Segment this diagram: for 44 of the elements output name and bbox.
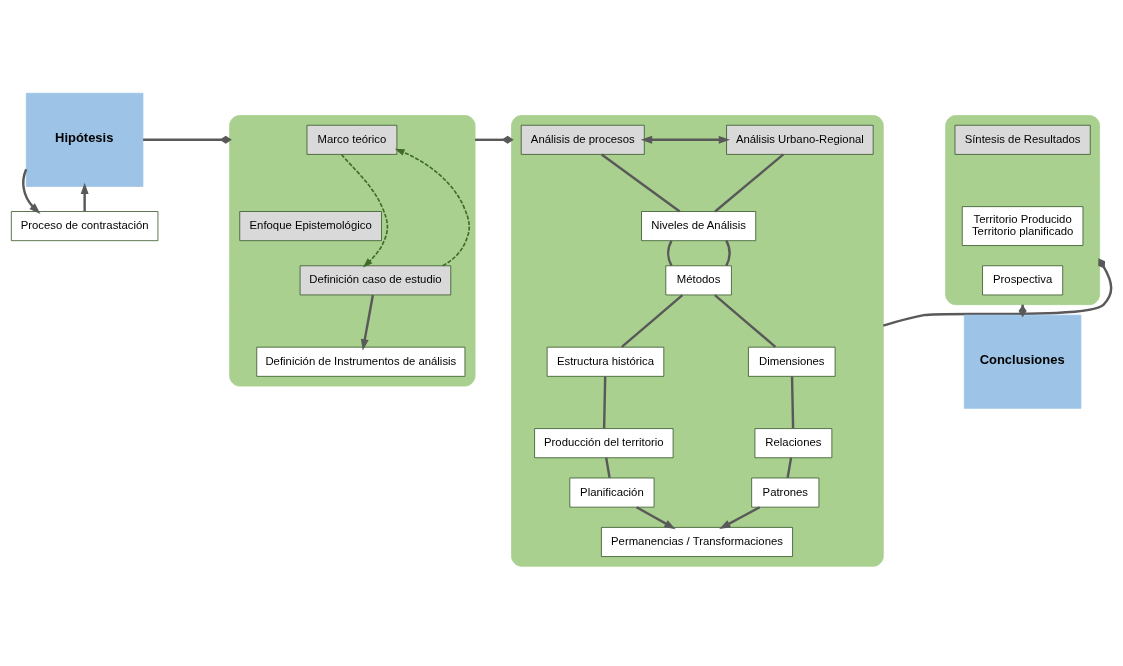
connector	[714, 153, 785, 213]
connector	[600, 153, 681, 213]
node-box: Hipótesis	[25, 92, 144, 187]
node-box: Proceso de contrastación	[10, 211, 159, 242]
arrow	[22, 168, 41, 214]
arrow	[394, 148, 471, 267]
node-box: Territorio Producido Territorio planificado	[961, 206, 1084, 246]
node-box: Permanencias / Transformaciones	[601, 527, 793, 557]
connector	[882, 258, 1113, 327]
cluster	[511, 115, 884, 567]
connector	[667, 240, 673, 267]
cluster	[229, 115, 476, 387]
connector	[725, 240, 731, 267]
node-box: Planificación	[569, 477, 655, 508]
arrow	[719, 506, 761, 530]
connector	[714, 294, 777, 348]
connector	[786, 457, 793, 478]
connector	[602, 376, 607, 429]
node-box: Conclusiones	[963, 314, 1082, 409]
node-box: Niveles de Análisis	[641, 211, 757, 242]
connector	[143, 135, 232, 144]
node-box: Prospectiva	[982, 265, 1064, 296]
arrow	[640, 135, 731, 144]
node-box: Patrones	[751, 477, 820, 508]
node-box: Análisis Urbano-Regional	[726, 124, 874, 155]
node-box: Definición caso de estudio	[299, 265, 452, 296]
node-box: Métodos	[665, 265, 732, 296]
connector	[475, 135, 514, 144]
connector	[621, 294, 684, 348]
node-box: Producción del territorio	[534, 428, 674, 459]
node-box: Relaciones	[754, 428, 833, 459]
arrow	[340, 153, 389, 268]
node-box: Estructura histórica	[546, 346, 665, 377]
node-box: Síntesis de Resultados	[954, 124, 1091, 155]
node-box: Definición de Instrumentos de análisis	[256, 346, 466, 377]
arrow	[80, 182, 89, 212]
connector	[605, 457, 611, 478]
arrow	[360, 294, 375, 351]
connector	[790, 376, 795, 429]
arrow	[635, 506, 676, 530]
node-box: Análisis de procesos	[520, 124, 645, 155]
node-box: Marco teórico	[306, 124, 398, 155]
node-box: Enfoque Epistemológico	[239, 211, 382, 242]
node-box: Dimensiones	[748, 346, 836, 377]
